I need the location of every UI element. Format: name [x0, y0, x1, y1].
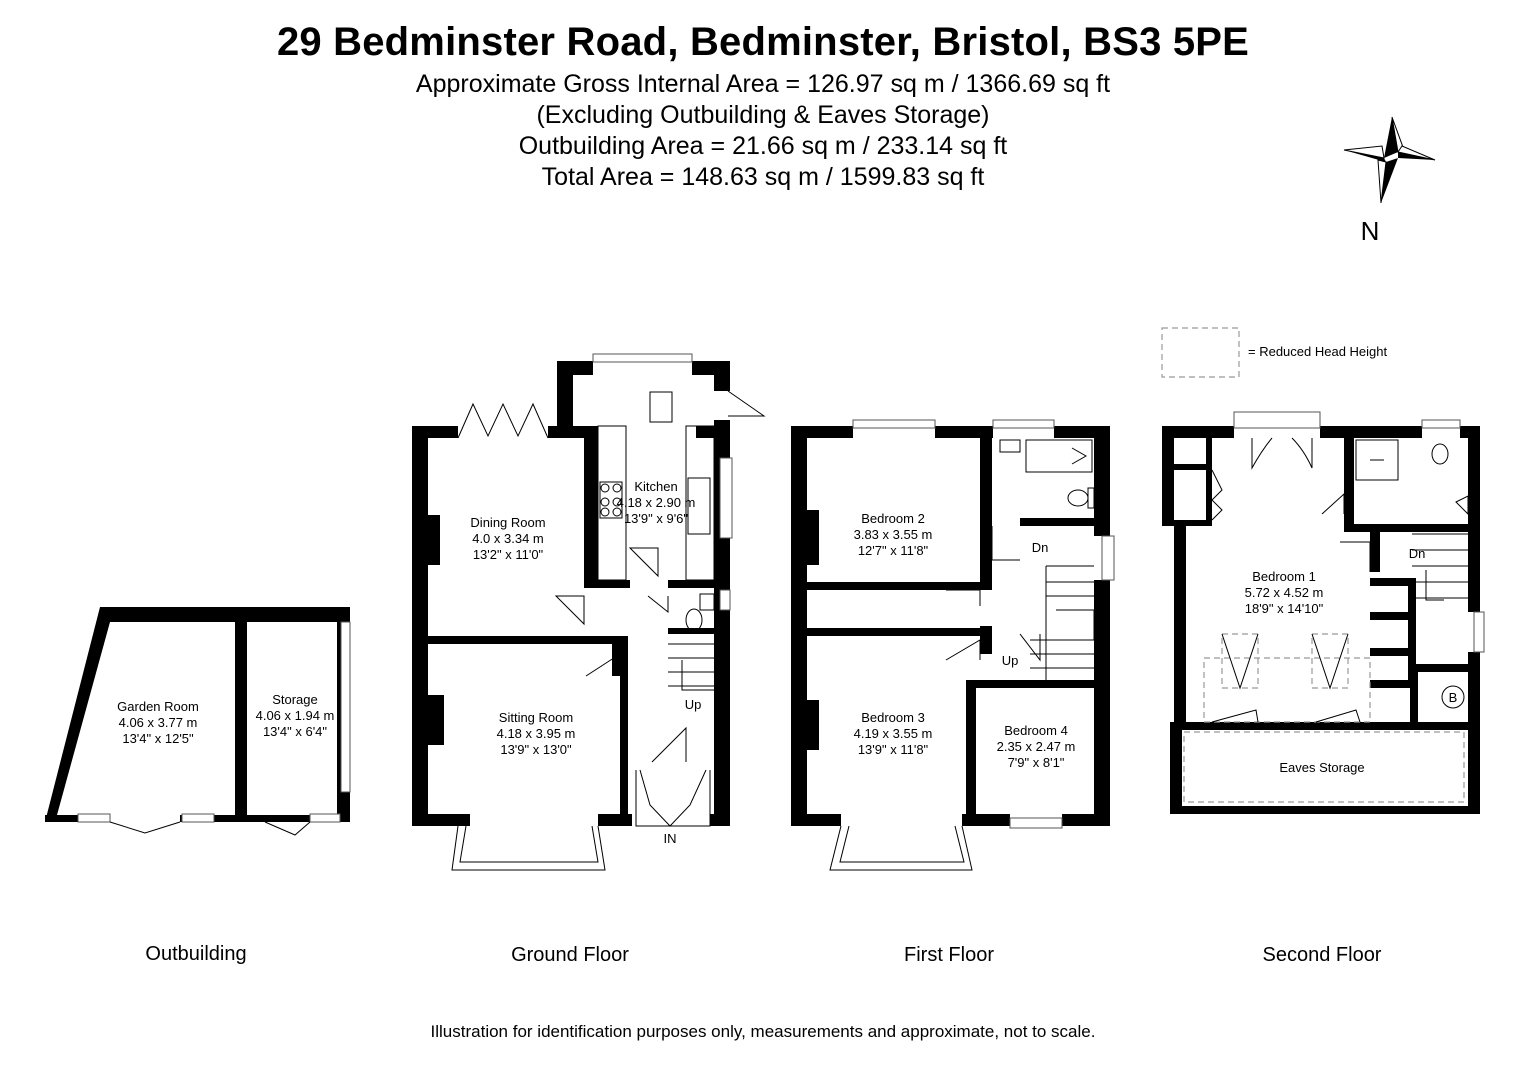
storage-imperial: 13'4" x 6'4" [263, 724, 327, 739]
sitting-room-metric: 4.18 x 3.95 m [497, 726, 576, 741]
first-stair-down-label: Dn [1032, 540, 1049, 555]
bedroom-2-name: Bedroom 2 [861, 511, 925, 526]
page-title: 29 Bedminster Road, Bedminster, Bristol,… [276, 20, 1250, 64]
second-floor-plan [1162, 411, 1485, 814]
bedroom-1-name: Bedroom 1 [1252, 569, 1316, 584]
ground-stair-up-label: Up [685, 697, 702, 712]
storage-metric: 4.06 x 1.94 m [256, 708, 335, 723]
garden-room-name: Garden Room [117, 699, 199, 714]
sitting-room-imperial: 13'9" x 13'0" [500, 742, 572, 757]
dining-room-name: Dining Room [470, 515, 545, 530]
first-floor-plan [791, 419, 1115, 871]
bedroom-1-metric: 5.72 x 4.52 m [1245, 585, 1324, 600]
legend-label: = Reduced Head Height [1248, 344, 1388, 359]
garden-room-metric: 4.06 x 3.77 m [119, 715, 198, 730]
bedroom-4-metric: 2.35 x 2.47 m [997, 739, 1076, 754]
reduced-head-height-swatch [1161, 327, 1240, 378]
kitchen-name: Kitchen [634, 479, 677, 494]
storage-name: Storage [272, 692, 318, 707]
bedroom-3-imperial: 13'9" x 11'8" [858, 742, 929, 757]
compass-north-label: N [1361, 216, 1380, 246]
bedroom-3-name: Bedroom 3 [861, 710, 925, 725]
bedroom-2-imperial: 12'7" x 11'8" [858, 543, 929, 558]
bedroom-1-imperial: 18'9" x 14'10" [1245, 601, 1324, 616]
compass-rose-icon [1343, 116, 1436, 204]
bedroom-3-metric: 4.19 x 3.55 m [854, 726, 933, 741]
outbuilding-plan [45, 607, 351, 836]
sitting-room-name: Sitting Room [499, 710, 573, 725]
dining-room-imperial: 13'2" x 11'0" [473, 547, 544, 562]
entrance-label: IN [664, 831, 677, 846]
bedroom-4-imperial: 7'9" x 8'1" [1008, 755, 1065, 770]
bedroom-2-metric: 3.83 x 3.55 m [854, 527, 933, 542]
kitchen-metric: 4.18 x 2.90 m [617, 495, 696, 510]
first-floor-caption: First Floor [904, 944, 994, 966]
eaves-storage-label: Eaves Storage [1279, 760, 1364, 775]
dining-room-metric: 4.0 x 3.34 m [472, 531, 544, 546]
boiler-label: B [1449, 690, 1458, 705]
excluding-note: (Excluding Outbuilding & Eaves Storage) [536, 101, 990, 129]
outbuilding-area-text: Outbuilding Area = 21.66 sq m / 233.14 s… [518, 132, 1008, 160]
first-stair-up-label: Up [1002, 653, 1019, 668]
ground-floor-caption: Ground Floor [511, 944, 629, 966]
gross-area-text: Approximate Gross Internal Area = 126.97… [415, 70, 1111, 98]
outbuilding-caption: Outbuilding [145, 943, 246, 965]
total-area-text: Total Area = 148.63 sq m / 1599.83 sq ft [541, 163, 985, 191]
disclaimer-text: Illustration for identification purposes… [430, 1022, 1096, 1041]
kitchen-imperial: 13'9" x 9'6" [624, 511, 688, 526]
ground-floor-plan [412, 353, 766, 871]
garden-room-imperial: 13'4" x 12'5" [122, 731, 194, 746]
second-floor-caption: Second Floor [1263, 944, 1382, 966]
bedroom-4-name: Bedroom 4 [1004, 723, 1068, 738]
second-stair-down-label: Dn [1409, 546, 1426, 561]
